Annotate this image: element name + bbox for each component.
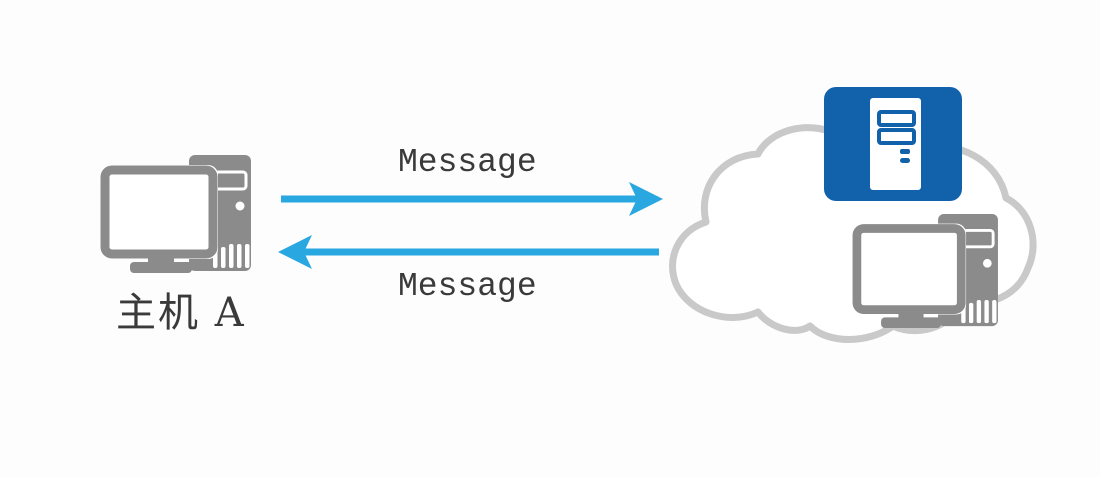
host-a-label: 主机 A bbox=[116, 290, 246, 336]
message-label-top: Message bbox=[398, 144, 537, 181]
message-label-bottom: Message bbox=[398, 268, 537, 305]
message-arrow-left bbox=[278, 235, 659, 269]
server-icon bbox=[824, 87, 962, 201]
message-arrow-right bbox=[281, 182, 663, 216]
remote-computer-icon bbox=[852, 214, 999, 328]
